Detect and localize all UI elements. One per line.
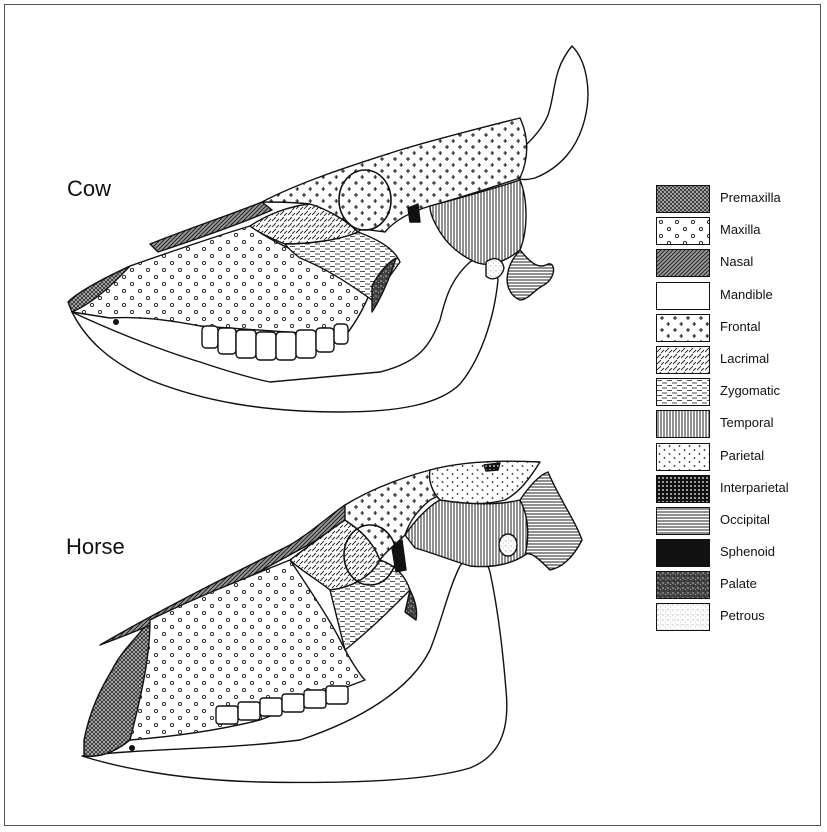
horse-petrous	[499, 534, 517, 556]
legend-label: Occipital	[720, 512, 770, 527]
legend-label: Interparietal	[720, 480, 789, 495]
legend-label: Lacrimal	[720, 351, 769, 366]
cow-occipital	[507, 250, 553, 300]
legend-label: Petrous	[720, 608, 765, 623]
horse-occipital	[520, 472, 582, 570]
legend-item: Parietal	[654, 443, 824, 475]
horse-label: Horse	[66, 534, 125, 560]
legend-swatch	[656, 346, 710, 374]
legend-label: Mandible	[720, 287, 773, 302]
legend-label: Temporal	[720, 415, 773, 430]
legend-item: Sphenoid	[654, 539, 824, 571]
legend-swatch	[656, 603, 710, 631]
legend-label: Premaxilla	[720, 190, 781, 205]
legend-swatch	[656, 314, 710, 342]
legend-label: Sphenoid	[720, 544, 775, 559]
cow-skull	[68, 46, 588, 412]
horse-skull	[82, 461, 582, 782]
legend-swatch	[656, 507, 710, 535]
legend-label: Parietal	[720, 448, 764, 463]
legend-item: Interparietal	[654, 475, 824, 507]
legend-swatch	[656, 378, 710, 406]
cow-sphenoid	[408, 204, 420, 222]
legend-swatch	[656, 539, 710, 567]
cow-label: Cow	[67, 176, 111, 202]
legend-item: Frontal	[654, 314, 824, 346]
horse-temporal	[405, 500, 529, 567]
legend-label: Frontal	[720, 319, 760, 334]
legend-swatch	[656, 571, 710, 599]
legend-swatch	[656, 282, 710, 310]
legend-label: Zygomatic	[720, 383, 780, 398]
legend-swatch	[656, 443, 710, 471]
legend-item: Temporal	[654, 410, 824, 442]
horse-mental-foramen	[129, 745, 135, 751]
legend-item: Lacrimal	[654, 346, 824, 378]
legend-swatch	[656, 475, 710, 503]
legend-label: Nasal	[720, 254, 753, 269]
legend-label: Palate	[720, 576, 757, 591]
cow-mental-foramen	[113, 319, 119, 325]
legend-item: Mandible	[654, 282, 824, 314]
legend-item: Maxilla	[654, 217, 824, 249]
legend-swatch	[656, 217, 710, 245]
legend-label: Maxilla	[720, 222, 760, 237]
cow-petrous	[486, 259, 504, 279]
legend-item: Palate	[654, 571, 824, 603]
horse-interparietal	[484, 463, 500, 471]
legend-item: Petrous	[654, 603, 824, 635]
horse-palate	[405, 590, 417, 620]
legend-item: Zygomatic	[654, 378, 824, 410]
legend-item: Occipital	[654, 507, 824, 539]
legend-swatch	[656, 249, 710, 277]
legend-item: Premaxilla	[654, 185, 824, 217]
legend-swatch	[656, 410, 710, 438]
legend-item: Nasal	[654, 249, 824, 281]
legend-swatch	[656, 185, 710, 213]
